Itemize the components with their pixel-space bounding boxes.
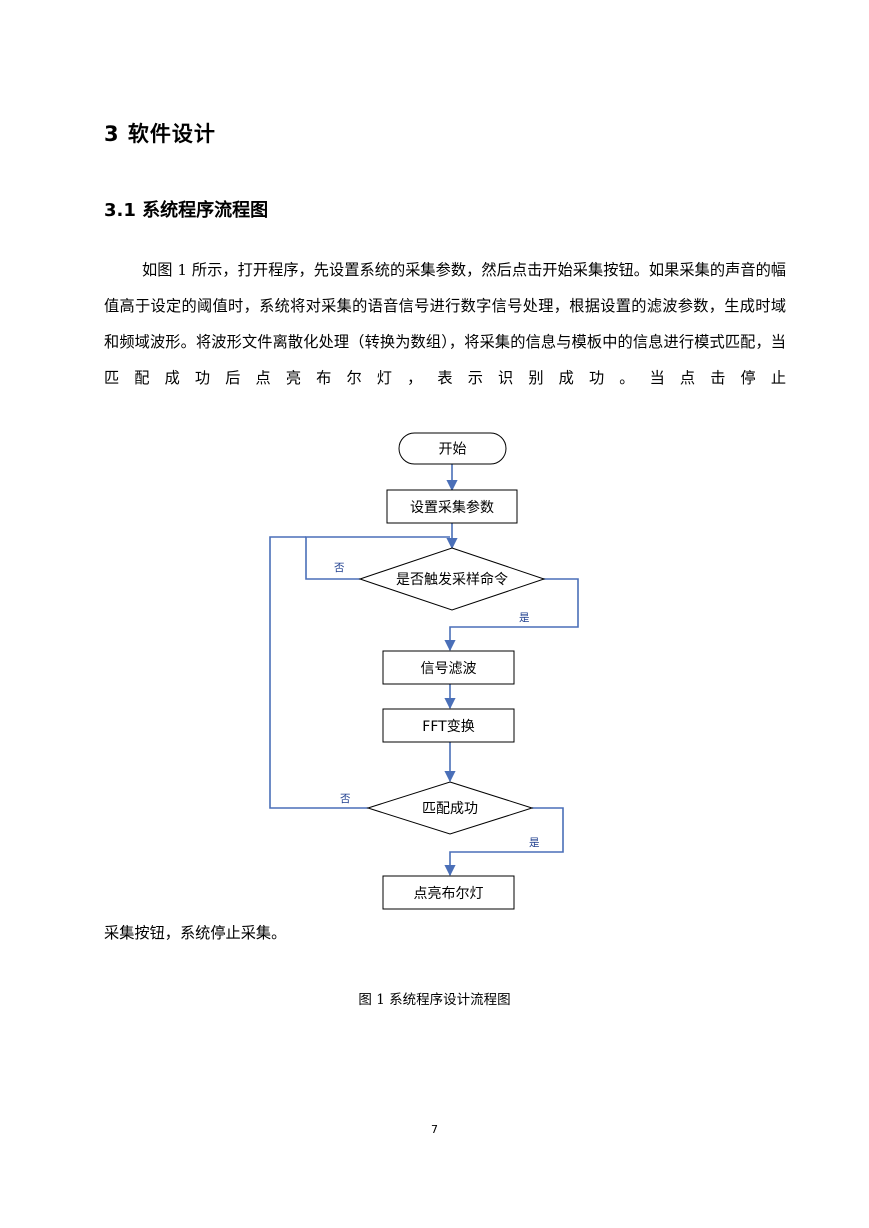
signal-filter-box bbox=[382, 650, 515, 685]
page-number: 7 bbox=[431, 1123, 438, 1136]
decision-trigger-diamond bbox=[358, 547, 546, 611]
connector-trigger-yes bbox=[444, 578, 579, 652]
flow-node-signal-filter: 信号滤波 bbox=[382, 650, 515, 685]
connector-trigger-no bbox=[305, 536, 450, 580]
paragraph-2: 采集按钮，系统停止采集。 bbox=[104, 924, 287, 942]
set-params-label: 设置采集参数 bbox=[410, 499, 494, 516]
paragraph-1: 如图 1 所示，打开程序，先设置系统的采集参数，然后点击开始采集按钮。如果采集的… bbox=[104, 252, 786, 396]
light-led-label: 点亮布尔灯 bbox=[414, 885, 484, 902]
branch-label-yes-1: 是 bbox=[519, 612, 530, 624]
decision-match-diamond bbox=[366, 781, 534, 835]
flow-node-fft: FFT变换 bbox=[382, 708, 515, 743]
subsection-title: 3.1 系统程序流程图 bbox=[104, 200, 269, 221]
fft-box bbox=[382, 708, 515, 743]
set-params-box bbox=[386, 489, 518, 524]
paragraph-1-text: 如图 1 所示，打开程序，先设置系统的采集参数，然后点击开始采集按钮。如果采集的… bbox=[104, 261, 786, 387]
flow-node-start: 开始 bbox=[398, 432, 507, 465]
connector-match-yes bbox=[444, 807, 564, 877]
section-title: 3 软件设计 bbox=[104, 122, 216, 146]
figure-caption: 图 1 系统程序设计流程图 bbox=[358, 992, 511, 1008]
start-terminator bbox=[398, 432, 507, 465]
flow-node-decision-match: 匹配成功 bbox=[366, 781, 534, 835]
flow-node-light-led: 点亮布尔灯 bbox=[382, 875, 515, 910]
fft-label: FFT变换 bbox=[422, 718, 474, 735]
connector-match-no bbox=[269, 536, 368, 809]
light-led-box bbox=[382, 875, 515, 910]
signal-filter-label: 信号滤波 bbox=[421, 661, 477, 677]
branch-label-yes-2: 是 bbox=[529, 837, 540, 849]
flow-connectors bbox=[269, 464, 579, 877]
decision-match-label: 匹配成功 bbox=[422, 801, 478, 817]
start-label: 开始 bbox=[439, 442, 467, 458]
branch-label-no-2: 否 bbox=[340, 793, 351, 805]
decision-trigger-label: 是否触发采样命令 bbox=[396, 571, 508, 588]
branch-label-no-1: 否 bbox=[334, 562, 345, 574]
flow-node-set-params: 设置采集参数 bbox=[386, 489, 518, 524]
flow-node-decision-trigger: 是否触发采样命令 bbox=[358, 547, 546, 611]
